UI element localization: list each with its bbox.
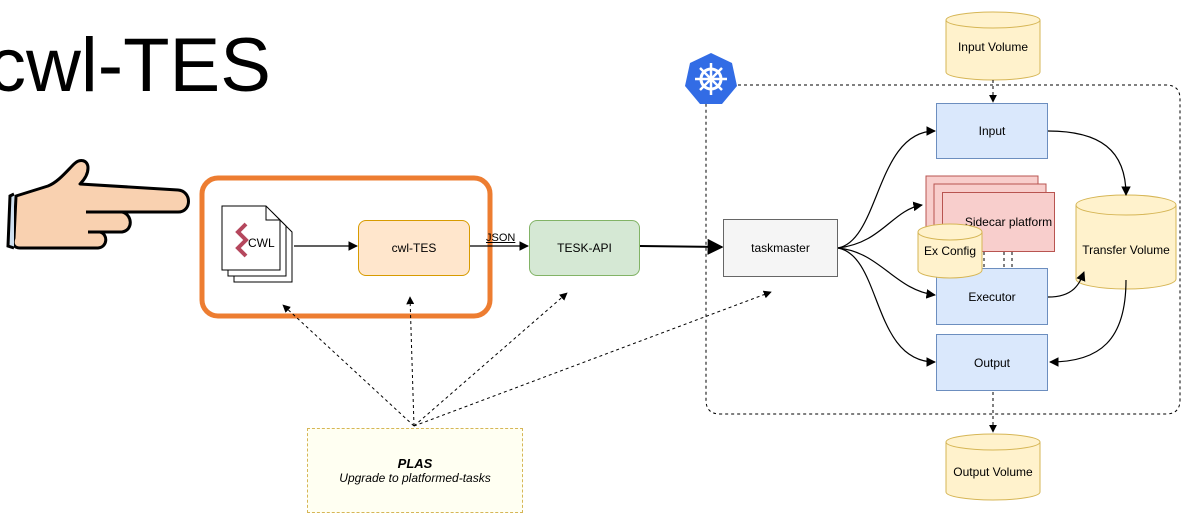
- pointing-hand-icon: [6, 159, 190, 250]
- slide-title: cwl-TES: [0, 23, 271, 108]
- input-volume-label: Input Volume: [957, 40, 1029, 54]
- cluster-boundary: [705, 84, 1181, 415]
- cwl-tes-node[interactable]: cwl-TES: [358, 220, 470, 276]
- ex-config-label: Ex Config: [923, 244, 977, 258]
- output-volume-cylinder: [945, 433, 1041, 501]
- plas-note-title: PLAS: [397, 456, 433, 471]
- input-volume-cylinder: [945, 11, 1041, 81]
- cwl-document-icon: [221, 205, 293, 283]
- output-node[interactable]: Output: [936, 334, 1048, 391]
- cwl-label: CWL: [248, 236, 275, 250]
- plas-note: PLAS Upgrade to platformed-tasks: [307, 428, 523, 513]
- taskmaster-node[interactable]: taskmaster: [723, 219, 838, 277]
- tesk-api-node[interactable]: TESK-API: [529, 220, 640, 276]
- plas-note-subtitle: Upgrade to platformed-tasks: [339, 471, 491, 485]
- input-node[interactable]: Input: [936, 103, 1048, 159]
- cwl-logo-icon: [235, 222, 249, 258]
- kubernetes-helm-icon: [685, 53, 737, 104]
- transfer-volume-label: Transfer Volume: [1082, 243, 1170, 257]
- highlight-box: [199, 175, 493, 319]
- output-volume-label: Output Volume: [953, 465, 1033, 479]
- json-edge-label: JSON: [486, 232, 516, 244]
